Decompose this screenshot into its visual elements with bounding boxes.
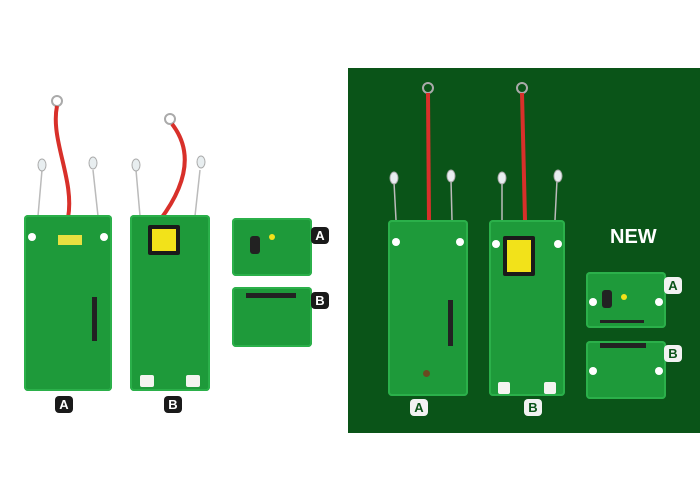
left-board-b-wires (131, 113, 206, 222)
pcb-small-b-new (586, 341, 666, 399)
label-board-a-new: A (410, 399, 428, 416)
right-board-b-wires (497, 82, 563, 221)
pcb-board-a-old (24, 215, 112, 391)
right-board-a-wires (389, 82, 456, 221)
label-board-a: A (55, 396, 73, 413)
pcb-small-a-old (232, 218, 312, 276)
new-badge: NEW (610, 226, 657, 248)
label-board-b: B (164, 396, 182, 413)
label-small-b: B (311, 292, 329, 309)
pcb-small-a-new (586, 272, 666, 328)
label-small-a: A (311, 227, 329, 244)
label-small-b-new: B (664, 345, 682, 362)
pcb-board-b-old (130, 215, 210, 391)
pcb-board-b-new (489, 220, 565, 396)
label-small-a-new: A (664, 277, 682, 294)
pcb-board-a-new (388, 220, 468, 396)
pcb-small-b-old (232, 287, 312, 347)
label-board-b-new: B (524, 399, 542, 416)
left-board-a-wires (37, 95, 99, 219)
